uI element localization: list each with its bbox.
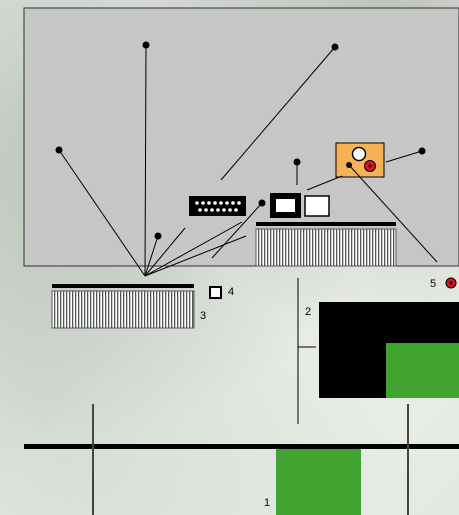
label-4: 4 (228, 286, 235, 298)
label-2: 2 (305, 306, 312, 318)
label-5: 5 (430, 278, 437, 290)
connector-3-fins (51, 290, 195, 329)
item-2-board (319, 302, 459, 398)
item-4-square (209, 286, 222, 299)
port-square-white (304, 195, 330, 217)
board-connector-fins (255, 228, 397, 267)
bottom-rail (24, 444, 459, 449)
item-1-block (276, 449, 361, 515)
label-1: 1 (264, 497, 271, 509)
board-panel (23, 7, 459, 267)
orange-module (335, 142, 385, 178)
pointer-dots (55, 41, 426, 240)
connector-3-bar (52, 284, 194, 288)
board-connector-bar (256, 222, 396, 226)
pointer-lines (58, 44, 438, 277)
label-3: 3 (200, 310, 207, 322)
serial-port (189, 196, 246, 216)
